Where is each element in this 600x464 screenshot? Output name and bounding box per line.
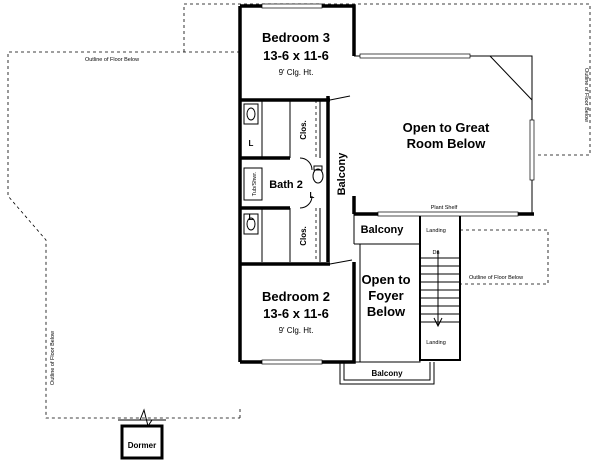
bedroom2-dims: 13-6 x 11-6 [263, 306, 329, 321]
outline-label-right: Outline of Floor Below [469, 275, 523, 281]
linen-label-2: L [249, 213, 254, 222]
bedroom2-ceiling: 9' Clg. Ht. [279, 326, 314, 335]
foyer-line2: Foyer [368, 288, 403, 303]
balcony-label-bottom: Balcony [371, 369, 403, 378]
linen-label-3: L [310, 191, 315, 200]
dormer-label: Dormer [128, 441, 156, 450]
foyer-line3: Below [367, 304, 406, 319]
bath-fixtures [243, 103, 324, 235]
closet-label-upper: Clos. [299, 120, 308, 140]
outline-label-top: Outline of Floor Below [85, 57, 139, 63]
outline-of-floor-below [7, 3, 591, 419]
windows [261, 3, 535, 365]
bedroom3-ceiling: 9' Clg. Ht. [279, 68, 314, 77]
outline-label-left: Outline of Floor Below [50, 331, 56, 385]
bath2-name: Bath 2 [269, 179, 303, 191]
bedroom3-dims: 13-6 x 11-6 [263, 48, 329, 63]
balcony-label-middle: Balcony [361, 224, 405, 236]
great-room-line2: Room Below [407, 136, 487, 151]
great-room-line1: Open to Great [403, 120, 490, 135]
tub-label: Tub/Shwr. [252, 171, 258, 196]
closet-label-lower: Clos. [299, 226, 308, 246]
outline-label-far-right: Outline of Floor Below [583, 68, 589, 122]
dormer [118, 408, 166, 460]
linen-label-1: L [249, 139, 254, 148]
foyer-line1: Open to [361, 272, 410, 287]
stairs-down-label: Dn [432, 250, 439, 256]
doors [299, 95, 355, 265]
closet-shelves [315, 100, 321, 262]
landing-label-top: Landing [426, 228, 446, 234]
bedroom3-name: Bedroom 3 [262, 30, 330, 45]
room-labels: Bedroom 3 13-6 x 11-6 9' Clg. Ht. Bedroo… [128, 30, 490, 450]
feature-labels: Clos. Clos. L L L Balcony Balcony Balcon… [50, 57, 589, 385]
landing-label-bottom: Landing [426, 340, 446, 346]
plant-shelf-label: Plant Shelf [431, 205, 458, 211]
bedroom2-name: Bedroom 2 [262, 289, 330, 304]
stair-treads [420, 250, 460, 328]
balcony-label-vertical: Balcony [336, 152, 348, 196]
